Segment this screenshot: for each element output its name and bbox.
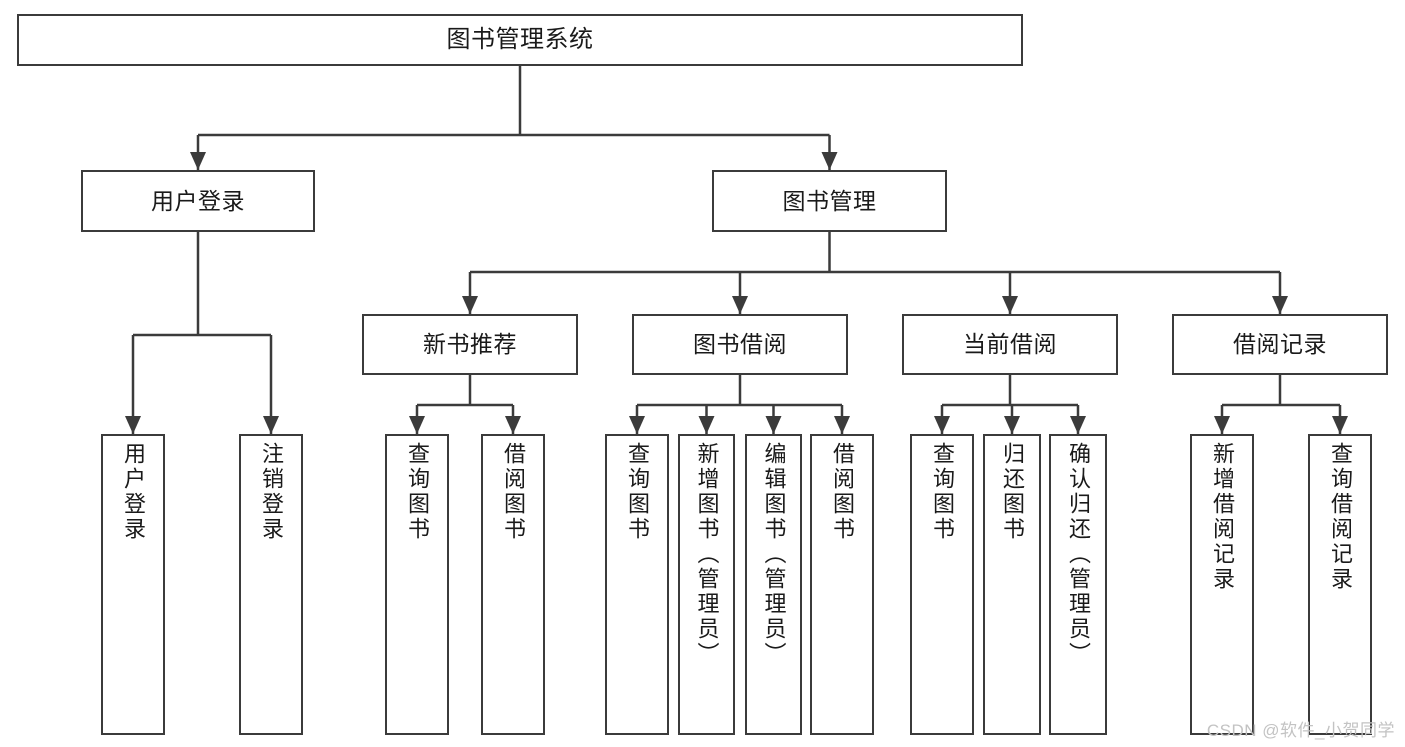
node-leaf-cur-query[interactable]: 查询图书: [910, 434, 974, 735]
node-root[interactable]: 图书管理系统: [17, 14, 1023, 66]
node-label: 图书管理系统: [446, 26, 594, 54]
node-l3-record[interactable]: 借阅记录: [1172, 314, 1388, 375]
node-l3-current[interactable]: 当前借阅: [902, 314, 1118, 375]
node-label: 新增图书（管理员）: [694, 442, 720, 667]
node-label: 查询图书: [405, 442, 430, 542]
node-label: 新书推荐: [423, 331, 517, 358]
watermark: CSDN @软件_小贺同学: [1206, 721, 1395, 740]
arrowhead-leaf-bw-borrow: [834, 416, 850, 434]
node-label: 查询借阅记录: [1328, 442, 1353, 592]
node-leaf-bw-borrow[interactable]: 借阅图书: [810, 434, 874, 735]
arrowhead-l3-current: [1002, 296, 1018, 314]
node-label: 用户登录: [151, 187, 245, 214]
node-label: 借阅记录: [1233, 331, 1327, 358]
node-leaf-user-logout[interactable]: 注销登录: [239, 434, 303, 735]
node-label: 用户登录: [121, 442, 146, 542]
node-leaf-bw-edit[interactable]: 编辑图书（管理员）: [745, 434, 802, 735]
node-leaf-nb-query[interactable]: 查询图书: [385, 434, 449, 735]
arrowhead-l3-borrow: [732, 296, 748, 314]
node-label: 借阅图书: [501, 442, 526, 542]
node-label: 借阅图书: [830, 442, 855, 542]
node-leaf-cur-return[interactable]: 归还图书: [983, 434, 1041, 735]
node-leaf-bw-add[interactable]: 新增图书（管理员）: [678, 434, 735, 735]
node-leaf-rec-add[interactable]: 新增借阅记录: [1190, 434, 1254, 735]
arrowhead-leaf-rec-add: [1214, 416, 1230, 434]
node-leaf-nb-borrow[interactable]: 借阅图书: [481, 434, 545, 735]
arrowhead-leaf-cur-confirm: [1070, 416, 1086, 434]
node-label: 确认归还（管理员）: [1066, 442, 1091, 667]
arrowhead-leaf-bw-add: [698, 416, 715, 434]
node-leaf-cur-confirm[interactable]: 确认归还（管理员）: [1049, 434, 1107, 735]
arrowhead-leaf-user-logout: [263, 416, 279, 434]
arrowhead-l3-newbook: [462, 296, 478, 314]
arrowhead-l2-user: [190, 152, 206, 170]
node-label: 注销登录: [259, 442, 284, 542]
arrowhead-leaf-rec-query: [1332, 416, 1348, 434]
node-label: 图书借阅: [693, 331, 787, 358]
node-label: 归还图书: [1000, 442, 1025, 542]
arrowhead-l2-book: [821, 152, 838, 170]
node-leaf-bw-query[interactable]: 查询图书: [605, 434, 669, 735]
node-label: 查询图书: [625, 442, 650, 542]
node-l3-newbook[interactable]: 新书推荐: [362, 314, 578, 375]
node-label: 编辑图书（管理员）: [761, 442, 787, 667]
node-leaf-user-login[interactable]: 用户登录: [101, 434, 165, 735]
arrowhead-leaf-user-login: [125, 416, 141, 434]
node-l2-book[interactable]: 图书管理: [712, 170, 947, 232]
node-leaf-rec-query[interactable]: 查询借阅记录: [1308, 434, 1372, 735]
arrowhead-leaf-bw-edit: [765, 416, 782, 434]
arrowhead-leaf-nb-borrow: [505, 416, 521, 434]
node-label: 查询图书: [930, 442, 955, 542]
node-label: 当前借阅: [963, 331, 1057, 358]
arrowhead-leaf-cur-query: [934, 416, 950, 434]
arrowhead-l3-record: [1272, 296, 1288, 314]
arrowhead-leaf-bw-query: [629, 416, 645, 434]
node-l3-borrow[interactable]: 图书借阅: [632, 314, 848, 375]
node-label: 图书管理: [782, 187, 877, 214]
arrowhead-leaf-cur-return: [1004, 416, 1020, 434]
arrowhead-leaf-nb-query: [409, 416, 425, 434]
node-l2-user[interactable]: 用户登录: [81, 170, 315, 232]
node-label: 新增借阅记录: [1210, 442, 1235, 592]
